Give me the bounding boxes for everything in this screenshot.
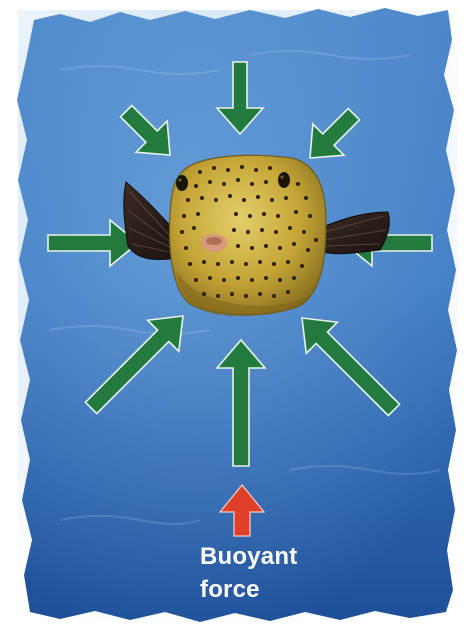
label-line-2: force [200,573,360,606]
buoyant-force-label: Buoyant force [200,540,360,606]
label-line-1: Buoyant [200,540,360,573]
